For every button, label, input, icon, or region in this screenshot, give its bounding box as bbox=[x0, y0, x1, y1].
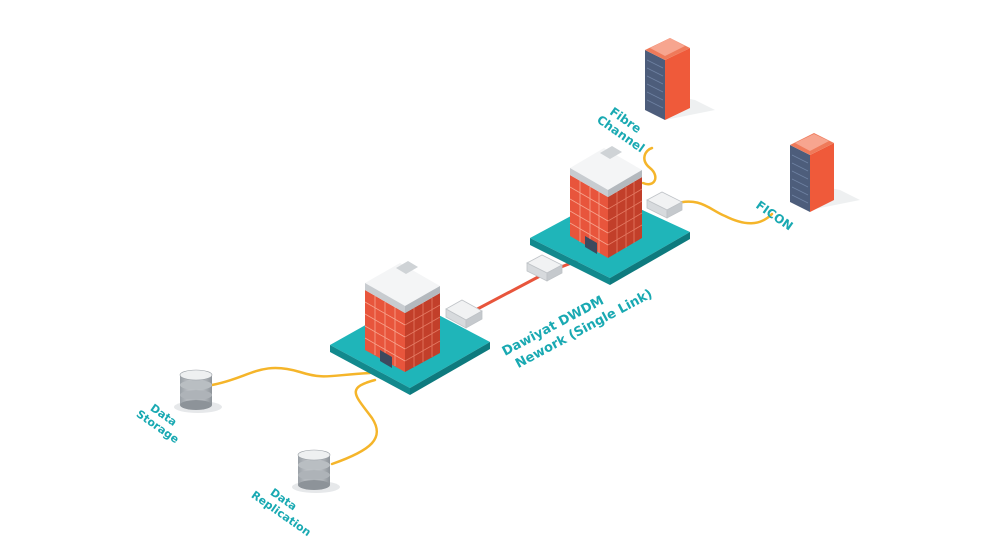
left-site bbox=[330, 261, 490, 395]
right-site bbox=[530, 146, 690, 285]
server-rack-icon-ficon bbox=[790, 133, 860, 212]
office-building-icon bbox=[364, 261, 441, 372]
ficon-label: FICON bbox=[753, 198, 795, 233]
fibre-line-ficon bbox=[672, 200, 774, 225]
fibre-line-data-replication bbox=[330, 378, 378, 466]
fibre-line-fibre-channel bbox=[641, 146, 657, 186]
office-building-icon bbox=[569, 146, 643, 258]
dwdm-transceiver-right bbox=[646, 191, 683, 219]
label-dawiyat-dwdm-network: Dawiyat DWDM Nework (Single Link) bbox=[500, 287, 655, 372]
dwdm-link-line bbox=[466, 274, 542, 316]
label-ficon: FICON bbox=[753, 198, 795, 233]
dwdm-transceiver-middle bbox=[526, 254, 563, 282]
fibre-connections bbox=[210, 146, 774, 466]
dwdm-transceiver-left bbox=[445, 299, 483, 329]
database-icon-data-storage bbox=[174, 369, 222, 413]
fibre-line-data-storage bbox=[210, 366, 372, 387]
server-rack-icon-fibre-channel bbox=[645, 38, 715, 120]
database-icon-data-replication bbox=[292, 449, 340, 493]
